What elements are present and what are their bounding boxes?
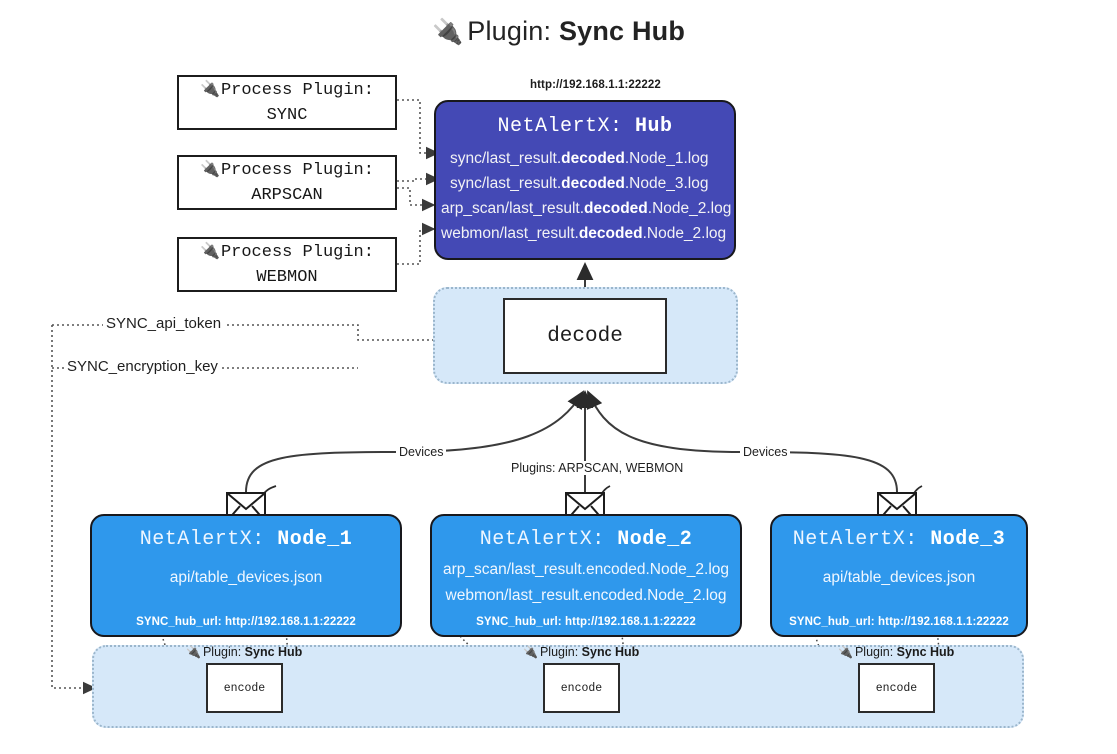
edge-label-devices-right: Devices [740, 445, 791, 459]
process-plugin-name: WEBMON [256, 267, 318, 287]
process-plugin-label: Process Plugin: [220, 242, 374, 262]
node-box-2[interactable]: NetAlertX: Node_2 arp_scan/last_result.e… [430, 514, 742, 637]
plug-icon: 🔌 [200, 158, 220, 178]
node-log-line: arp_scan/last_result.encoded.Node_2.log [442, 561, 730, 578]
edge-label-devices-left: Devices [396, 445, 447, 459]
process-plugin-label: Process Plugin: [220, 80, 374, 100]
node-title: NetAlertX: Node_1 [139, 528, 353, 551]
encoder-caption-1: 🔌Plugin: Sync Hub [186, 645, 303, 659]
encode-box-3[interactable]: encode [858, 663, 935, 713]
sync-encryption-key-label: SYNC_encryption_key [64, 358, 221, 375]
sync-api-token-label: SYNC_api_token [103, 315, 225, 332]
plug-icon: 🔌 [200, 78, 220, 98]
process-plugin-box-webmon[interactable]: 🔌Process Plugin: WEBMON [177, 237, 397, 292]
node-hub-url: SYNC_hub_url: http://192.168.1.1:22222 [789, 616, 1009, 628]
encode-label: encode [875, 681, 918, 695]
decode-box[interactable]: decode [503, 298, 667, 374]
node-box-3[interactable]: NetAlertX: Node_3 api/table_devices.json… [770, 514, 1028, 637]
plug-icon: 🔌 [200, 240, 220, 260]
node-title: NetAlertX: Node_2 [479, 528, 693, 551]
page-title: 🔌Plugin: Sync Hub [0, 16, 1117, 47]
edge-label-plugins: Plugins: ARPSCAN, WEBMON [508, 461, 687, 475]
hub-log-line: sync/last_result.decoded.Node_3.log [450, 175, 709, 192]
title-name: Sync Hub [558, 16, 686, 46]
hub-log-line: sync/last_result.decoded.Node_1.log [450, 150, 709, 167]
hub-url-label: http://192.168.1.1:22222 [530, 79, 661, 91]
hub-title-name: Hub [635, 115, 673, 138]
decode-label: decode [547, 324, 623, 348]
process-plugin-name: SYNC [266, 105, 308, 125]
encoder-caption-2: 🔌Plugin: Sync Hub [523, 645, 640, 659]
encode-box-1[interactable]: encode [206, 663, 283, 713]
hub-log-line: webmon/last_result.decoded.Node_2.log [441, 225, 727, 242]
encode-label: encode [560, 681, 603, 695]
hub-log-line: arp_scan/last_result.decoded.Node_2.log [441, 200, 732, 217]
node-log-line: api/table_devices.json [169, 569, 323, 586]
process-plugin-box-sync[interactable]: 🔌Process Plugin: SYNC [177, 75, 397, 130]
encode-box-2[interactable]: encode [543, 663, 620, 713]
encode-label: encode [223, 681, 266, 695]
hub-title: NetAlertX: Hub [436, 115, 734, 138]
encoder-caption-3: 🔌Plugin: Sync Hub [838, 645, 955, 659]
node-hub-url: SYNC_hub_url: http://192.168.1.1:22222 [136, 616, 356, 628]
node-log-line: webmon/last_result.encoded.Node_2.log [445, 587, 727, 604]
hub-node[interactable]: NetAlertX: Hub sync/last_result.decoded.… [434, 100, 736, 260]
process-plugin-box-arpscan[interactable]: 🔌Process Plugin: ARPSCAN [177, 155, 397, 210]
process-plugin-name: ARPSCAN [251, 185, 323, 205]
hub-log-list: sync/last_result.decoded.Node_1.log sync… [436, 146, 734, 246]
node-hub-url: SYNC_hub_url: http://192.168.1.1:22222 [476, 616, 696, 628]
node-box-1[interactable]: NetAlertX: Node_1 api/table_devices.json… [90, 514, 402, 637]
plug-icon: 🔌 [523, 645, 538, 659]
process-plugin-label: Process Plugin: [220, 160, 374, 180]
hub-title-prefix: NetAlertX: [497, 115, 623, 138]
title-prefix: Plugin: [467, 16, 552, 46]
node-log-line: api/table_devices.json [822, 569, 976, 586]
plug-icon: 🔌 [838, 645, 853, 659]
plug-icon: 🔌 [431, 18, 464, 46]
node-title: NetAlertX: Node_3 [792, 528, 1006, 551]
plug-icon: 🔌 [186, 645, 201, 659]
